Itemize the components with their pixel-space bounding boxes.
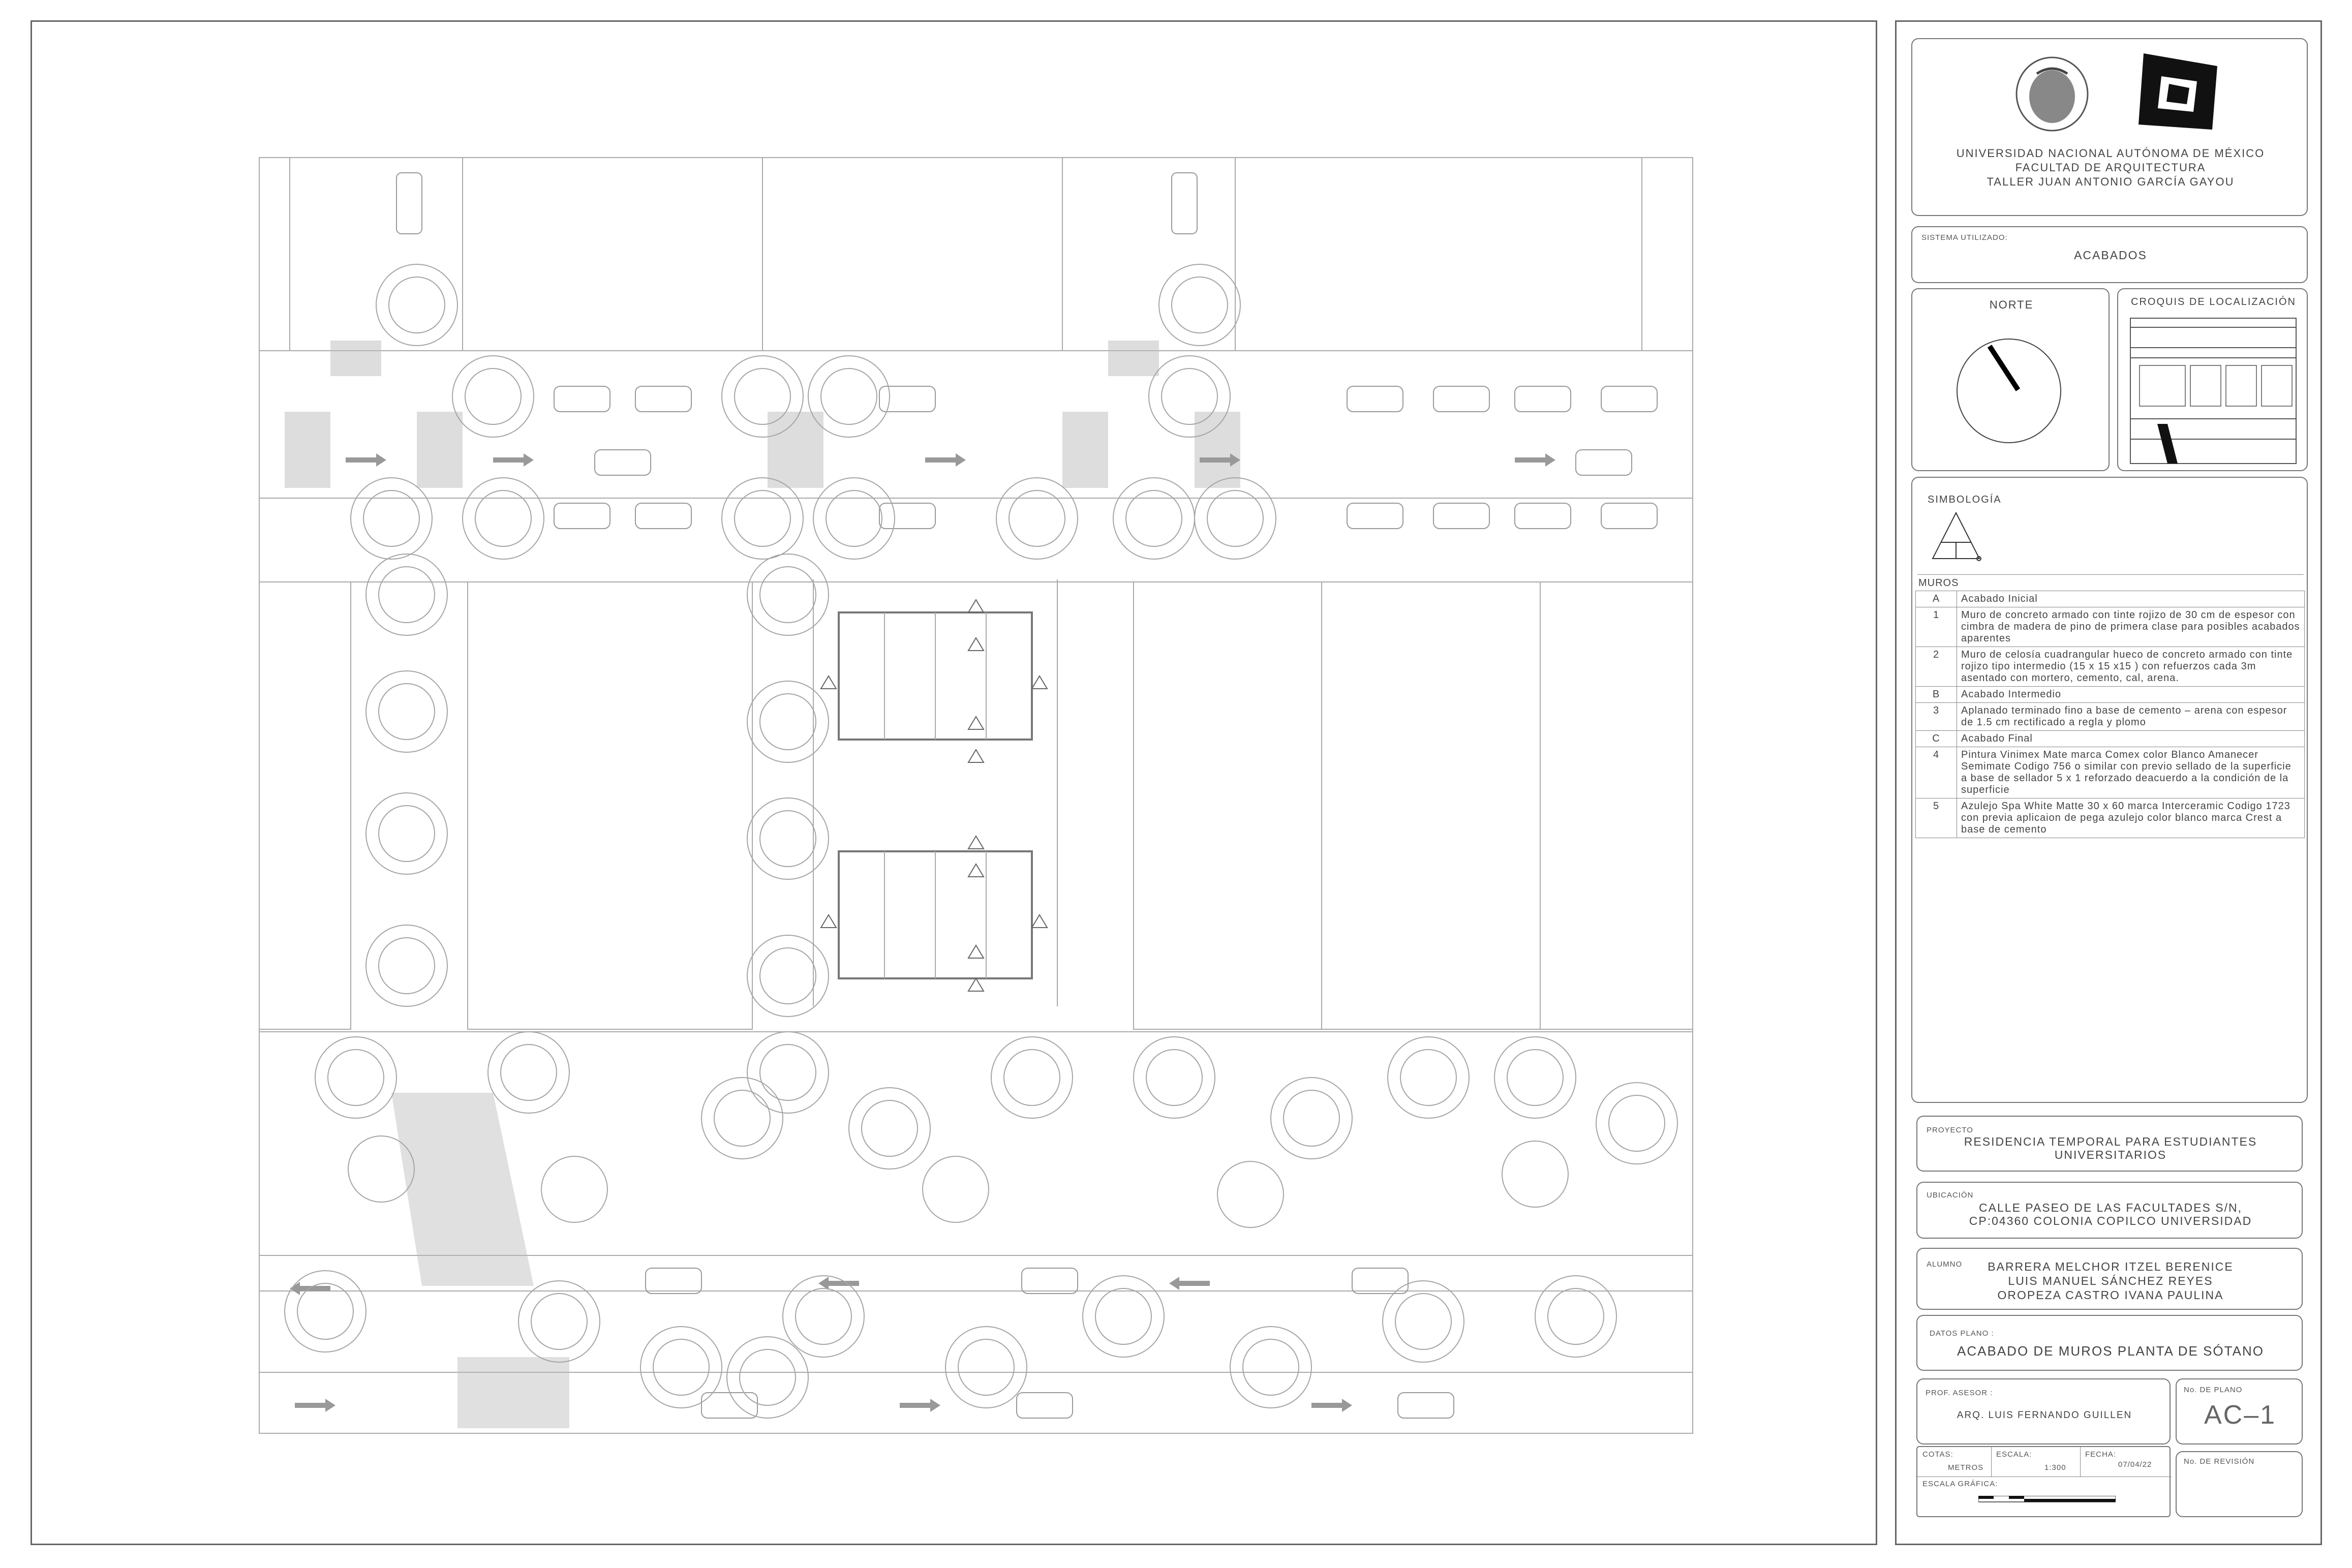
cars <box>396 172 1658 1419</box>
project-line-2: UNIVERSITARIOS <box>2054 1148 2167 1161</box>
muros-row-key: C <box>1915 730 1957 747</box>
students-box: ALUMNO BARRERA MELCHOR ITZEL BERENICE LU… <box>1916 1248 2303 1310</box>
graphic-scale-label: ESCALA GRÁFICA: <box>1922 1480 1998 1488</box>
north-box: NORTE <box>1911 288 2110 471</box>
location-sketch-box: CROQUIS DE LOCALIZACIÓN <box>2117 288 2308 471</box>
drawing-data-label: DATOS PLANO : <box>1930 1329 1994 1338</box>
revision-label: No. DE REVISIÓN <box>2184 1457 2255 1466</box>
cotas-value: METROS <box>1948 1463 1984 1472</box>
sheet-number-box: No. DE PLANO AC–1 <box>2176 1378 2303 1444</box>
north-label: NORTE <box>1989 298 2034 311</box>
student-2: LUIS MANUEL SÁNCHEZ REYES <box>2008 1274 2213 1287</box>
sistema-label: SISTEMA UTILIZADO: <box>1921 233 2008 242</box>
muros-row-text: Acabado Intermedio <box>1957 686 2305 703</box>
project-label: PROYECTO <box>1927 1126 1973 1134</box>
graphic-scale-bar <box>1978 1496 2116 1502</box>
drawing-data-box: DATOS PLANO : ACABADO DE MUROS PLANTA DE… <box>1916 1315 2303 1371</box>
location-label: UBICACIÓN <box>1927 1191 1974 1200</box>
north-arrow-icon <box>1957 339 2061 443</box>
site-plan-drawing <box>259 157 1693 1434</box>
advisor-label: PROF. ASESOR : <box>1926 1389 1993 1397</box>
muros-row-text: Aplanado terminado fino a base de cement… <box>1957 702 2305 731</box>
location-sketch-label: CROQUIS DE LOCALIZACIÓN <box>2131 296 2296 308</box>
institution-header: UNIVERSIDAD NACIONAL AUTÓNOMA DE MÉXICO … <box>1911 38 2308 216</box>
title-block-frame <box>1895 20 2322 1545</box>
advisor-value: ARQ. LUIS FERNANDO GUILLEN <box>1957 1410 2132 1421</box>
project-box: PROYECTO RESIDENCIA TEMPORAL PARA ESTUDI… <box>1916 1116 2303 1172</box>
finish-symbol-icon <box>1932 511 1981 561</box>
location-box: UBICACIÓN CALLE PASEO DE LAS FACULTADES … <box>1916 1182 2303 1239</box>
muros-row-text: Pintura Vinimex Mate marca Comex color B… <box>1957 747 2305 798</box>
revision-box: No. DE REVISIÓN <box>2176 1451 2303 1517</box>
unam-seal-icon <box>2015 56 2089 132</box>
sistema-box: SISTEMA UTILIZADO: ACABADOS <box>1911 226 2308 283</box>
institution-line-2: FACULTAD DE ARQUITECTURA <box>2015 161 2206 174</box>
muros-row-text: Muro de celosía cuadrangular hueco de co… <box>1957 647 2305 687</box>
muros-row-key: 5 <box>1915 798 1957 838</box>
muros-row-key: 3 <box>1915 702 1957 731</box>
muros-label: MUROS <box>1918 577 1959 589</box>
student-3: OROPEZA CASTRO IVANA PAULINA <box>1997 1288 2224 1302</box>
location-line-2: CP:04360 COLONIA COPILCO UNIVERSIDAD <box>1969 1214 2252 1227</box>
scale-value: 1:300 <box>2044 1463 2066 1472</box>
muros-row-text: Acabado Final <box>1957 730 2305 747</box>
muros-row-text: Azulejo Spa White Matte 30 x 60 marca In… <box>1957 798 2305 838</box>
date-value: 07/04/22 <box>2118 1460 2152 1469</box>
location-line-1: CALLE PASEO DE LAS FACULTADES S/N, <box>1979 1201 2242 1214</box>
muros-row-key: B <box>1915 686 1957 703</box>
sistema-value: ACABADOS <box>2074 249 2147 262</box>
muros-row-text: Muro de concreto armado con tinte rojizo… <box>1957 607 2305 647</box>
project-line-1: RESIDENCIA TEMPORAL PARA ESTUDIANTES <box>1964 1135 2257 1148</box>
crosswalks <box>285 341 1240 1428</box>
advisor-box: PROF. ASESOR : ARQ. LUIS FERNANDO GUILLE… <box>1916 1378 2171 1444</box>
muros-row-key: 4 <box>1915 747 1957 798</box>
taller-logo-icon <box>2139 53 2217 130</box>
muros-row-key: A <box>1915 591 1957 607</box>
scale-label: ESCALA: <box>1996 1450 2032 1459</box>
sheet-number-value: AC–1 <box>2204 1400 2277 1430</box>
sheet-number-label: No. DE PLANO <box>2184 1386 2243 1394</box>
muros-row-key: 1 <box>1915 607 1957 647</box>
traffic-arrows <box>290 453 1555 1412</box>
finish-tags <box>820 599 1048 992</box>
cotas-label: COTAS: <box>1922 1450 1953 1459</box>
muros-row-key: 2 <box>1915 647 1957 687</box>
institution-line-3: TALLER JUAN ANTONIO GARCÍA GAYOU <box>1987 175 2235 188</box>
trees <box>284 264 1678 1419</box>
institution-line-1: UNIVERSIDAD NACIONAL AUTÓNOMA DE MÉXICO <box>1956 147 2265 160</box>
location-sketch-map <box>2130 318 2297 464</box>
date-label: FECHA: <box>2085 1450 2117 1459</box>
simbologia-label: SIMBOLOGÍA <box>1928 494 2002 505</box>
students-label: ALUMNO <box>1927 1260 1963 1269</box>
muros-row-text: Acabado Inicial <box>1957 591 2305 607</box>
scale-box: COTAS: METROS ESCALA: 1:300 FECHA: 07/04… <box>1916 1446 2172 1517</box>
student-1: BARRERA MELCHOR ITZEL BERENICE <box>1988 1260 2234 1273</box>
drawing-data-value: ACABADO DE MUROS PLANTA DE SÓTANO <box>1957 1343 2264 1359</box>
drawing-frame <box>30 20 1877 1545</box>
